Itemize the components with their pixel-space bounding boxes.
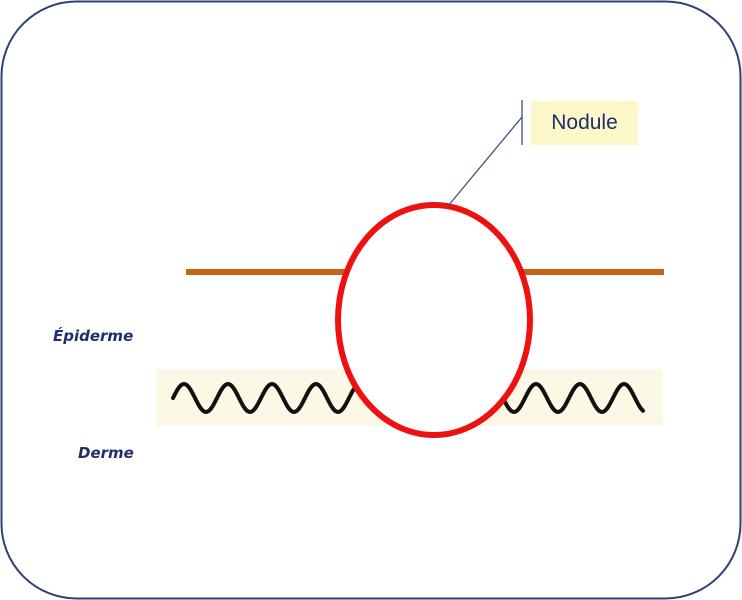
epidermis-label: Épiderme (53, 327, 134, 345)
nodule-label: Nodule (551, 111, 618, 134)
nodule-leader-line (447, 116, 523, 207)
nodule-outline (335, 202, 533, 438)
nodule-callout: Nodule (531, 101, 638, 145)
dermis-label: Derme (78, 444, 134, 462)
